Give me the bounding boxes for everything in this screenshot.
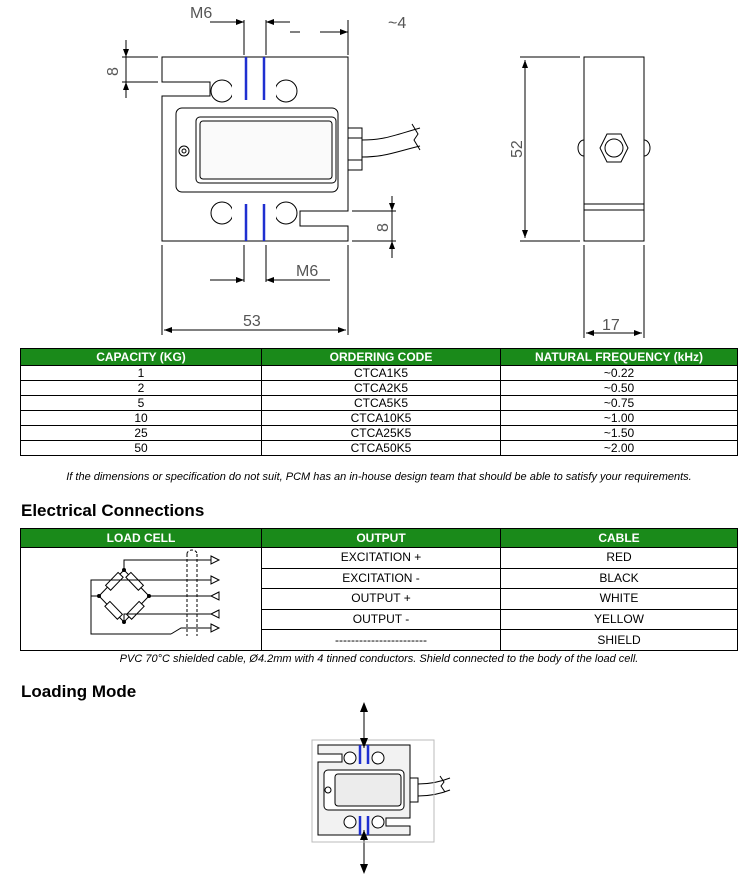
table-row: 5 CTCA5K5 ~0.75 — [20, 395, 738, 411]
table-row: ----------------------- SHIELD — [21, 629, 738, 651]
dim-17: 17 — [602, 317, 620, 334]
bridge-wiring-diagram — [90, 549, 221, 636]
col-output: OUTPUT — [261, 528, 501, 548]
strain-window — [175, 107, 339, 193]
capacity-cell: 50 — [20, 440, 262, 456]
cable-cell: BLACK — [500, 567, 738, 590]
table-row: 10 CTCA10K5 ~1.00 — [20, 410, 738, 426]
table-row: 25 CTCA25K5 ~1.50 — [20, 425, 738, 441]
frequency-cell: ~1.50 — [500, 425, 738, 441]
table-row: 50 CTCA50K5 ~2.00 — [20, 440, 738, 456]
capacity-cell: 2 — [20, 380, 262, 396]
load-cell-side-view — [583, 56, 645, 242]
output-cell: ----------------------- — [261, 629, 501, 651]
capacity-cell: 5 — [20, 395, 262, 411]
output-cell: OUTPUT + — [261, 588, 501, 610]
spec-note: If the dimensions or specification do no… — [66, 471, 692, 483]
frequency-cell: ~0.22 — [500, 365, 738, 381]
cable-note: PVC 70°C shielded cable, Ø4.2mm with 4 t… — [119, 653, 639, 665]
dim-m6-bottom: M6 — [296, 263, 318, 280]
output-cell: EXCITATION - — [261, 567, 501, 590]
frequency-cell: ~1.00 — [500, 410, 738, 426]
table-row: EXCITATION + RED — [20, 547, 738, 651]
col-ordering-code: ORDERING CODE — [261, 348, 501, 366]
table-row: EXCITATION - BLACK — [21, 567, 738, 590]
dim-m6-top: M6 — [190, 5, 212, 22]
dim-8-top: 8 — [105, 67, 122, 76]
ordering-code-cell: CTCA5K5 — [261, 395, 501, 411]
frequency-cell: ~0.50 — [500, 380, 738, 396]
cable-cell: YELLOW — [500, 608, 738, 631]
cable-gland — [347, 127, 363, 171]
technical-drawing: M6 ~4 8 8 M6 53 52 17 — [105, 5, 651, 338]
loading-heading: Loading Mode — [21, 682, 137, 701]
capacity-cell: 10 — [20, 410, 262, 426]
col-load-cell: LOAD CELL — [20, 528, 262, 548]
electrical-heading: Electrical Connections — [21, 501, 205, 520]
cable-cell: SHIELD — [500, 629, 738, 651]
ordering-code-cell: CTCA2K5 — [261, 380, 501, 396]
hex-nut — [599, 133, 629, 163]
output-cell: OUTPUT - — [261, 608, 501, 631]
mounting-hole — [178, 145, 190, 157]
table-row: OUTPUT + WHITE — [21, 588, 738, 610]
dim-52: 52 — [509, 140, 526, 158]
col-cable: CABLE — [500, 528, 738, 548]
loading-mode-diagram — [311, 702, 451, 874]
ordering-code-cell: CTCA50K5 — [261, 440, 501, 456]
cable — [361, 127, 421, 141]
frequency-cell: ~2.00 — [500, 440, 738, 456]
ordering-code-cell: CTCA1K5 — [261, 365, 501, 381]
output-cell: EXCITATION + — [261, 547, 501, 569]
capacity-cell: 1 — [20, 365, 262, 381]
capacity-cell: 25 — [20, 425, 262, 441]
wiring-diagram-cell — [20, 547, 262, 651]
dim-approx4: ~4 — [388, 15, 406, 32]
table-row: 1 CTCA1K5 ~0.22 — [20, 365, 738, 381]
capacity-table: CAPACITY (KG) ORDERING CODE NATURAL FREQ… — [20, 348, 738, 456]
cable-cell: WHITE — [500, 588, 738, 610]
table-row: OUTPUT - YELLOW — [21, 608, 738, 631]
col-capacity: CAPACITY (KG) — [20, 348, 262, 366]
load-cell-front-outline — [161, 56, 349, 242]
ordering-code-cell: CTCA25K5 — [261, 425, 501, 441]
table-row: 2 CTCA2K5 ~0.50 — [20, 380, 738, 396]
frequency-cell: ~0.75 — [500, 395, 738, 411]
electrical-table: LOAD CELL OUTPUT CABLE — [20, 528, 738, 651]
col-natural-frequency: NATURAL FREQUENCY (kHz) — [500, 348, 738, 366]
dim-8-bottom: 8 — [375, 223, 392, 232]
cable-cell: RED — [500, 547, 738, 569]
ordering-code-cell: CTCA10K5 — [261, 410, 501, 426]
dim-53: 53 — [243, 313, 261, 330]
